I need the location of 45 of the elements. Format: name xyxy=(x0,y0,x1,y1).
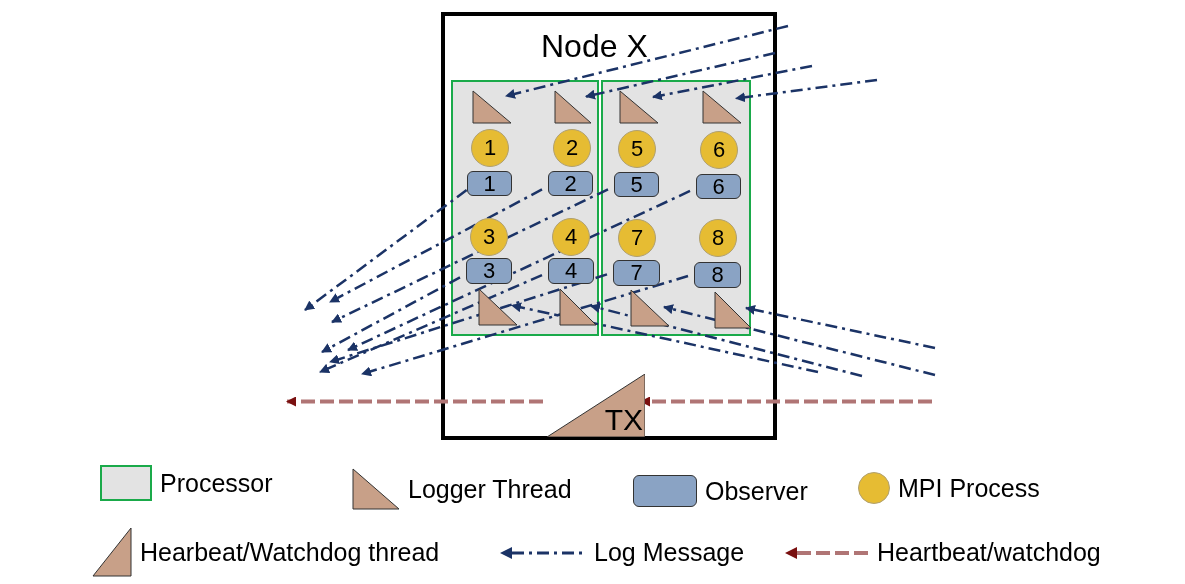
observer-box: 3 xyxy=(466,258,512,284)
legend-label: Heartbeat/watchdog xyxy=(877,540,1101,565)
legend-label: Observer xyxy=(705,478,808,504)
logger-thread-triangle xyxy=(619,90,659,124)
observer-box: 7 xyxy=(613,260,660,286)
observer-box: 2 xyxy=(548,171,593,196)
observer-box: 5 xyxy=(614,172,659,197)
logger-thread-triangle xyxy=(714,291,752,329)
observer-box: 8 xyxy=(694,262,741,288)
legend-label: Logger Thread xyxy=(408,476,572,502)
processor-box xyxy=(601,80,751,336)
node-title: Node X xyxy=(541,30,648,62)
log-message-arrow xyxy=(321,276,461,354)
log-message-arrow xyxy=(652,64,813,101)
log-message-arrow xyxy=(347,189,691,352)
logger-thread-triangle xyxy=(472,90,512,124)
log-message-arrow xyxy=(304,189,468,311)
log-message-arrow xyxy=(585,51,776,100)
tx-label: TX xyxy=(604,405,643,435)
log-message-arrow xyxy=(319,273,543,374)
log-message-arrow xyxy=(329,273,608,365)
observer-box: 4 xyxy=(548,258,594,284)
heartbeat-thread-triangle xyxy=(547,374,645,437)
log-message-arrow xyxy=(663,304,936,377)
logger-thread-triangle xyxy=(702,90,742,124)
processor-box xyxy=(451,80,599,336)
legend-label: Log Message xyxy=(594,540,745,565)
log-message-arrow xyxy=(590,303,863,378)
log-message-arrow xyxy=(745,305,936,350)
heartbeat-arrow xyxy=(286,396,543,407)
logger-thread-triangle xyxy=(478,288,518,326)
log-message-arrow xyxy=(505,24,789,99)
node-box xyxy=(441,12,777,440)
log-message-arrow xyxy=(735,78,878,103)
observer-box: 6 xyxy=(696,174,741,199)
observer-box: 1 xyxy=(467,171,512,196)
legend-label: MPI Process xyxy=(898,475,1040,501)
legend-label: Hearbeat/Watchdog thread xyxy=(140,539,440,565)
legend-label: Processor xyxy=(160,470,273,496)
log-message-arrow xyxy=(361,274,689,377)
logger-thread-triangle xyxy=(630,289,670,327)
log-message-arrow xyxy=(329,188,543,304)
log-message-arrow xyxy=(511,302,819,374)
logger-thread-triangle xyxy=(559,288,597,326)
logger-thread-triangle xyxy=(554,90,592,124)
